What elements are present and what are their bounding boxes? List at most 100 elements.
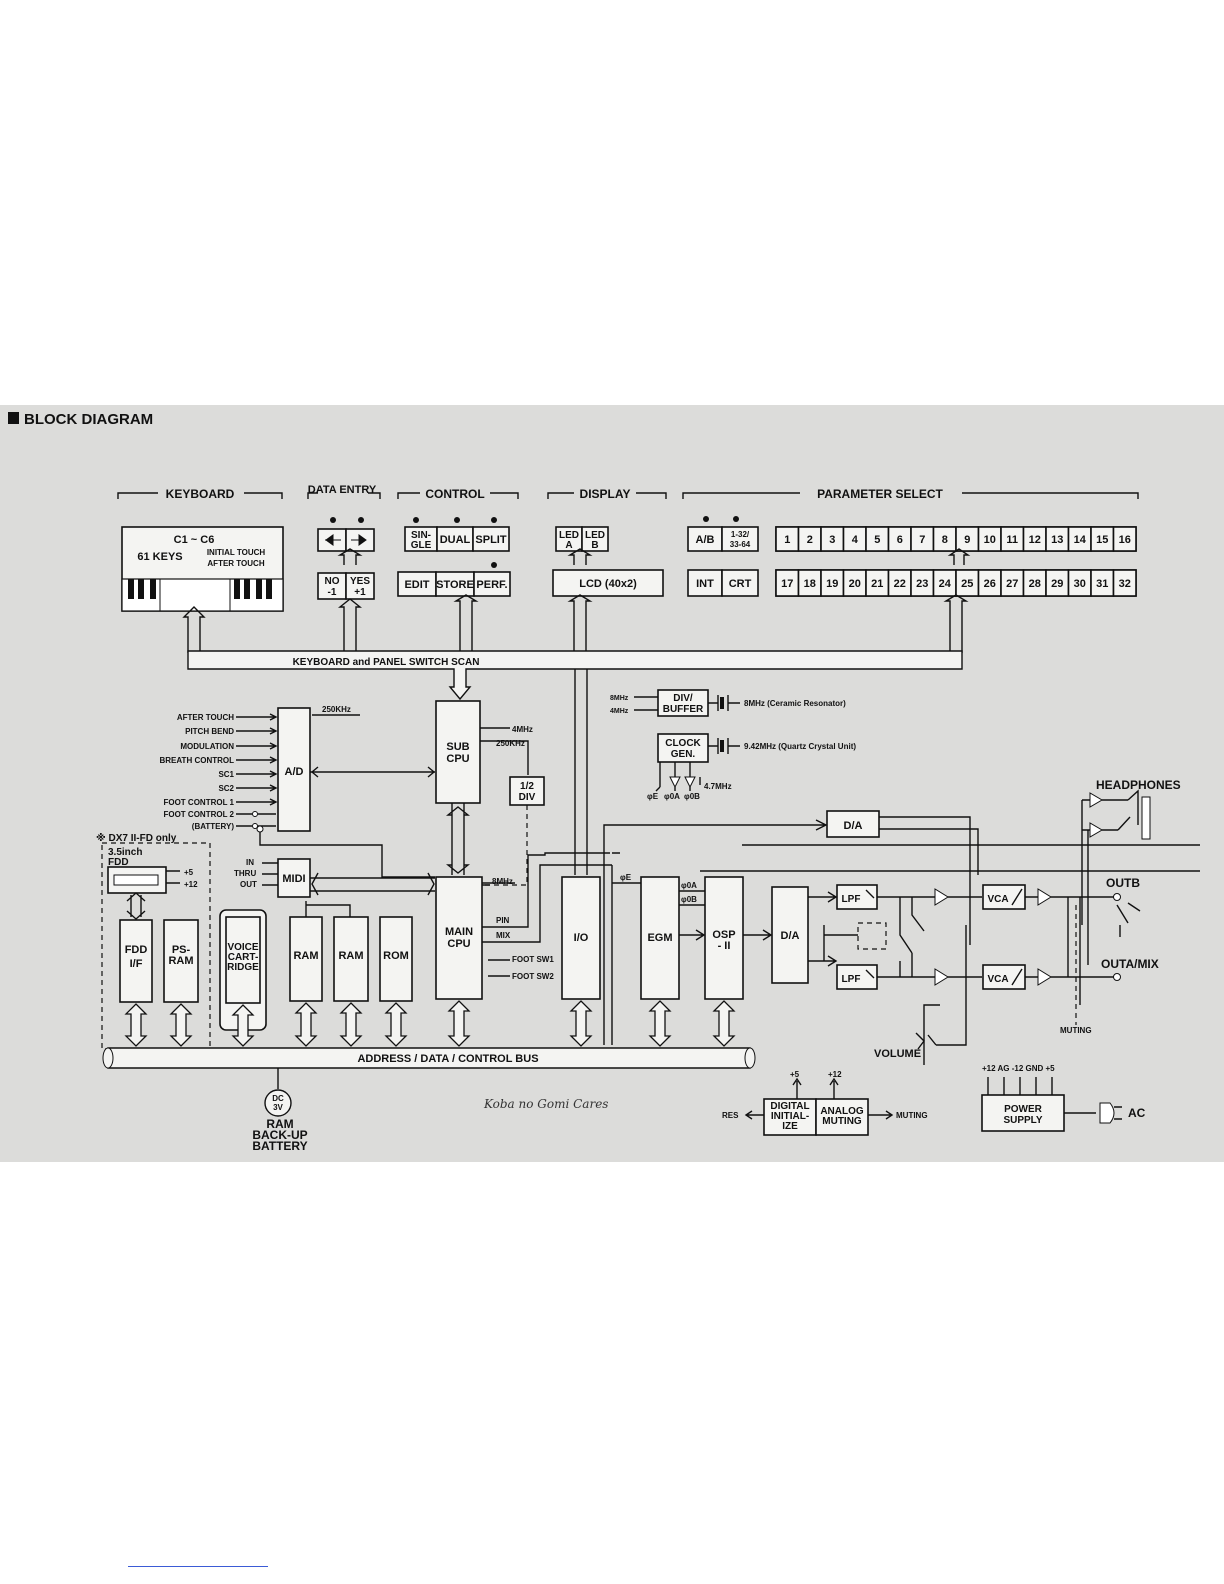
param-label-26: 26 bbox=[984, 578, 996, 590]
ac-plug-icon bbox=[1099, 1102, 1115, 1124]
div-4mhz: 4MHz bbox=[610, 708, 629, 715]
param-key-32[interactable] bbox=[1112, 569, 1137, 597]
param-label-32: 32 bbox=[1119, 578, 1131, 590]
muting-out-label: MUTING bbox=[896, 1111, 928, 1120]
perf-key[interactable] bbox=[473, 571, 511, 597]
da-block-2 bbox=[771, 886, 809, 984]
crystal-label: 9.42MHz (Quartz Crystal Unit) bbox=[744, 742, 856, 751]
store-key[interactable] bbox=[435, 571, 475, 597]
yes-key[interactable] bbox=[345, 572, 375, 600]
lcd-display bbox=[552, 569, 664, 597]
analog-input-label-4: SC1 bbox=[218, 770, 234, 779]
foot-sw1-label: FOOT SW1 bbox=[512, 955, 554, 964]
analog-muting bbox=[815, 1098, 869, 1136]
minus-one-label: -1 bbox=[328, 587, 337, 598]
bus-arrow-0 bbox=[124, 1003, 148, 1047]
battery-icon bbox=[264, 1089, 292, 1117]
no-key[interactable] bbox=[317, 572, 347, 600]
split-key[interactable] bbox=[472, 526, 510, 552]
crt-key[interactable] bbox=[721, 569, 759, 597]
analog-input-label-8: (BATTERY) bbox=[192, 822, 235, 831]
param-label-31: 31 bbox=[1096, 578, 1108, 590]
main-clock-label: 8MHz bbox=[492, 877, 513, 886]
title-marker bbox=[8, 412, 19, 424]
block-diagram-sheet: BLOCK DIAGRAM KEYBOARD DATA ENTRY CONTRO… bbox=[0, 405, 1224, 1162]
bus-arrow-6 bbox=[447, 1000, 471, 1047]
rom-label: ROM bbox=[383, 950, 409, 962]
phi-0b: φ0B bbox=[684, 792, 700, 801]
param-key-16[interactable] bbox=[1112, 526, 1137, 552]
final-amp-icon bbox=[1037, 888, 1052, 986]
bus-arrow-9 bbox=[712, 1000, 736, 1047]
foot-sw2-label: FOOT SW2 bbox=[512, 972, 554, 981]
muting-label: MUTING bbox=[1060, 1026, 1092, 1035]
keyboard-touch-initial: INITIAL TOUCH bbox=[207, 548, 266, 557]
keyboard-touch-after: AFTER TOUCH bbox=[207, 559, 264, 568]
vca-1-label: VCA bbox=[987, 894, 1008, 905]
single-key[interactable] bbox=[404, 526, 438, 552]
analog-input-label-3: BREATH CONTROL bbox=[159, 756, 234, 765]
edit-label: EDIT bbox=[404, 579, 429, 591]
int-label: INT bbox=[696, 578, 714, 590]
perf-label: PERF. bbox=[476, 579, 507, 591]
res-label: RES bbox=[722, 1111, 739, 1120]
io-block bbox=[561, 876, 601, 1000]
group-keyboard: KEYBOARD bbox=[166, 487, 235, 501]
osp-phi-0a: φ0A bbox=[681, 881, 697, 890]
mix-switch-region bbox=[857, 922, 887, 950]
outa-mix-jack bbox=[1113, 973, 1121, 981]
outb-label: OUTB bbox=[1106, 876, 1140, 890]
io-label: I/O bbox=[574, 932, 589, 944]
phi-e: φE bbox=[647, 792, 659, 801]
div-buffer-label: DIV/BUFFER bbox=[663, 693, 704, 715]
param-label-22: 22 bbox=[894, 578, 906, 590]
fdd-interface bbox=[119, 919, 153, 1003]
clock-47mhz: 4.7MHz bbox=[704, 782, 732, 791]
analog-input-label-1: PITCH BEND bbox=[185, 727, 234, 736]
param-label-25: 25 bbox=[961, 578, 973, 590]
range-key[interactable] bbox=[721, 526, 759, 552]
midi-out-label: OUT bbox=[240, 880, 257, 889]
fdd-link-arrow bbox=[126, 892, 146, 920]
scan-arrows bbox=[182, 548, 971, 653]
param-label-24: 24 bbox=[939, 578, 952, 590]
param-label-11: 11 bbox=[1006, 534, 1018, 546]
di-plus12: +12 bbox=[828, 1070, 842, 1079]
param-label-18: 18 bbox=[804, 578, 816, 590]
param-label-19: 19 bbox=[826, 578, 838, 590]
analog-input-label-7: FOOT CONTROL 2 bbox=[163, 810, 234, 819]
split-label: SPLIT bbox=[475, 534, 506, 546]
bus-arrows bbox=[124, 892, 736, 1047]
param-label-13: 13 bbox=[1051, 534, 1063, 546]
plus-one-label: +1 bbox=[354, 587, 366, 598]
fd-option-region bbox=[101, 842, 211, 1050]
yes-label: YES bbox=[350, 576, 370, 587]
ram-1-label: RAM bbox=[293, 950, 318, 962]
ps-ram-label: PS-RAM bbox=[168, 944, 193, 967]
analog-input-line-1 bbox=[236, 727, 278, 735]
led-a bbox=[555, 526, 583, 552]
analog-input-line-5 bbox=[236, 784, 278, 792]
ceramic-resonator-icon bbox=[717, 695, 740, 711]
ad-label: A/D bbox=[285, 766, 304, 778]
osp-block bbox=[704, 876, 744, 1000]
lpf-curve-icon bbox=[865, 889, 875, 979]
arrow-left-icon bbox=[325, 534, 341, 546]
edit-key[interactable] bbox=[397, 571, 437, 597]
range-label: 1-32/33-64 bbox=[730, 530, 751, 549]
headphones-label: HEADPHONES bbox=[1096, 778, 1181, 792]
keyboard-keys: 61 KEYS bbox=[137, 551, 182, 563]
power-rails-label: +12 AG -12 GND +5 bbox=[982, 1064, 1055, 1073]
page-title: BLOCK DIAGRAM bbox=[24, 411, 153, 428]
param-label-4: 4 bbox=[852, 534, 859, 546]
single-label: SIN-GLE bbox=[411, 530, 432, 551]
int-key[interactable] bbox=[687, 569, 723, 597]
analog-input-line-2 bbox=[236, 742, 278, 750]
param-label-8: 8 bbox=[942, 534, 948, 546]
midi-block bbox=[277, 858, 311, 898]
clock-buffer-icon bbox=[669, 776, 696, 789]
